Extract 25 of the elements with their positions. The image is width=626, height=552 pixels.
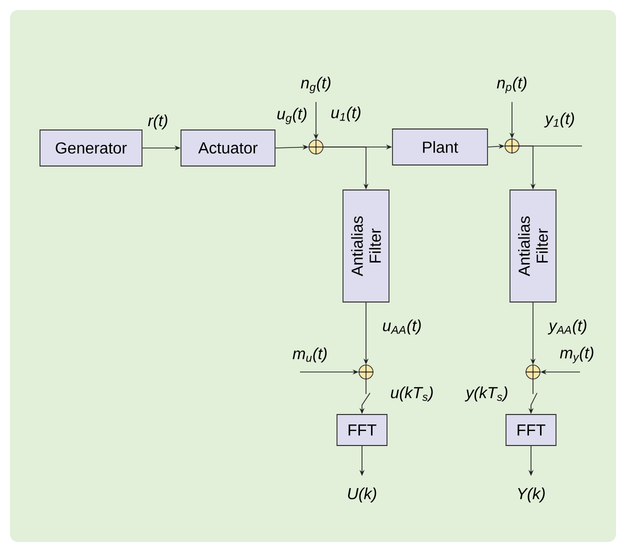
filter-block: Antialias Filter bbox=[510, 190, 556, 302]
signal-label: y$_{AA}$(t) bbox=[548, 320, 586, 334]
process-block: FFT bbox=[506, 414, 556, 446]
summing-junction bbox=[525, 364, 541, 380]
summing-junction bbox=[308, 139, 324, 155]
process-block: Actuator bbox=[180, 130, 276, 166]
signal-label: r(t) bbox=[148, 114, 168, 130]
process-block: Plant bbox=[392, 128, 488, 166]
process-block: FFT bbox=[336, 414, 388, 446]
signal-label: u$_{1}$(t) bbox=[331, 106, 360, 122]
signal-label: u(kT$_{s}$) bbox=[390, 386, 433, 402]
filter-block: Antialias Filter bbox=[342, 190, 390, 302]
signal-label: Y(k) bbox=[518, 488, 545, 502]
summing-junction bbox=[504, 138, 520, 154]
signal-label: y(kT$_{s}$) bbox=[464, 386, 508, 402]
signal-label: m$_{u}$(t) bbox=[292, 348, 327, 362]
signal-label: m$_{y}$(t) bbox=[560, 346, 594, 364]
signal-label: n$_{p}$(t) bbox=[496, 76, 526, 94]
signal-label: u$_{AA}$(t) bbox=[382, 320, 421, 334]
process-block: Generator bbox=[40, 130, 142, 166]
signal-label: n$_{g}$(t) bbox=[300, 76, 330, 94]
signal-label: U(k) bbox=[348, 488, 376, 502]
signal-label: y$_{1}$(t) bbox=[544, 112, 574, 128]
signal-label: u$_{g}$(t) bbox=[277, 108, 306, 124]
summing-junction bbox=[358, 364, 374, 380]
